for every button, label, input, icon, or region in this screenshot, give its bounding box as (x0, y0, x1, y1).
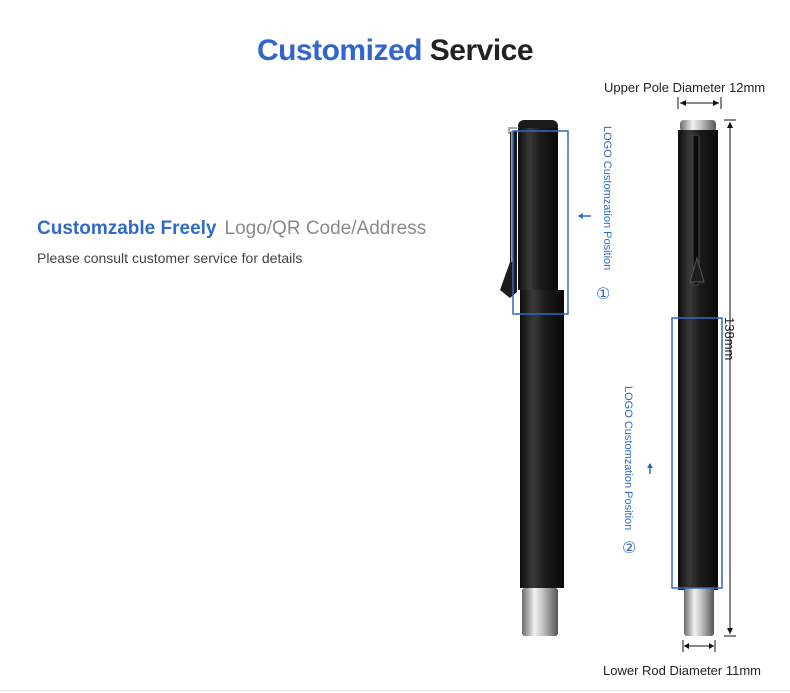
logo-position-1-number: ① (596, 286, 611, 303)
logo-box-1 (512, 130, 569, 315)
arrow-left-icon (578, 213, 591, 219)
arrow-up-icon (647, 463, 653, 474)
title-rest: Service (429, 34, 534, 67)
lower-dimension (682, 640, 716, 652)
customization-heading: Customzable Freely Logo/QR Code/Address (37, 218, 426, 240)
upper-diameter-label: Upper Pole Diameter 12mm (604, 80, 766, 95)
customization-options: Logo/QR Code/Address (224, 218, 427, 239)
lower-diameter-label: Lower Rod Diameter 11mm (603, 663, 761, 678)
logo-box-2 (671, 317, 723, 589)
customization-highlight: Customzable Freely (37, 218, 217, 239)
logo-position-2-number: ② (622, 540, 637, 557)
dimension-arrow-icon (677, 97, 722, 109)
customization-note: Please consult customer service for deta… (37, 250, 303, 266)
page-title: Customized Service (0, 34, 790, 68)
pen-capped-image (500, 120, 564, 636)
length-dimension (724, 119, 736, 637)
title-highlight: Customized (256, 34, 423, 67)
pen-uncapped-image (678, 120, 718, 636)
bottom-divider (0, 690, 790, 691)
